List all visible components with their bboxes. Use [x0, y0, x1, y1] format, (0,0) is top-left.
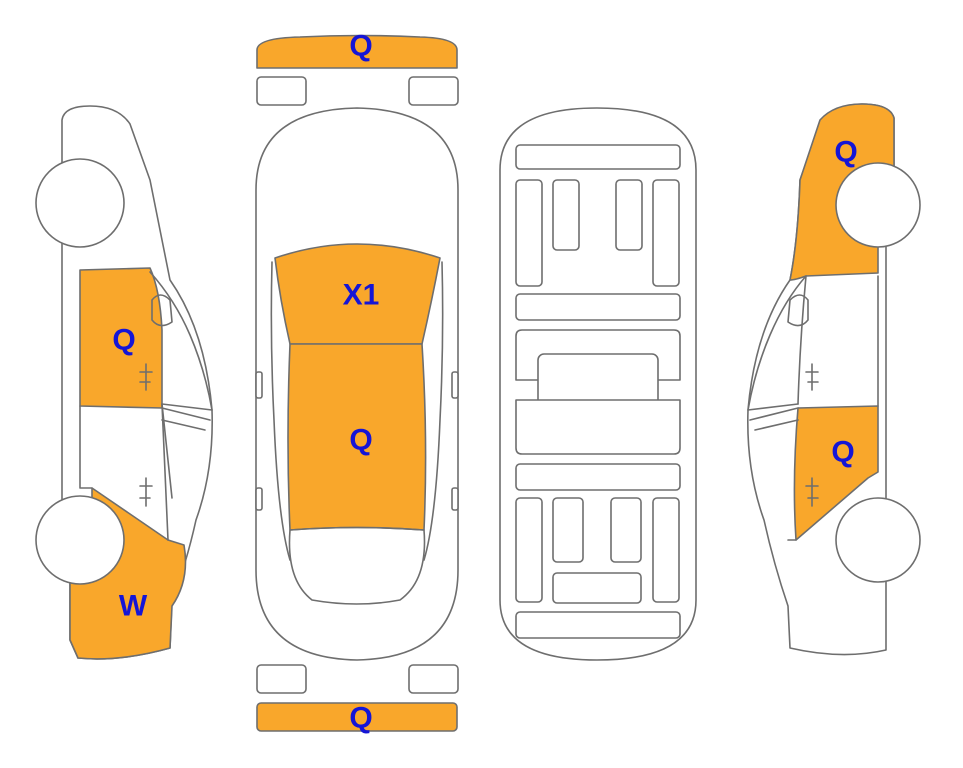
interior-floor-panel-2 [515, 399, 681, 455]
rear-door-zone[interactable] [793, 405, 879, 541]
code-roof: Q [349, 424, 372, 457]
right-front-handle [805, 363, 819, 391]
code-rear-bumper: Q [349, 702, 372, 735]
front-light-right [408, 76, 459, 106]
right-front-window [747, 275, 807, 411]
right-front-wheel [835, 497, 921, 583]
code-rear-quarter: Q [834, 136, 857, 169]
left-front-window [149, 271, 213, 411]
interior-view [499, 107, 697, 661]
left-belt-line [161, 407, 211, 431]
interior-mid-bar-1 [515, 293, 681, 321]
front-door-zone[interactable] [79, 267, 163, 409]
code-hood: X1 [343, 279, 380, 312]
interior-seat-rl-outer [515, 497, 543, 603]
left-rear-handle [139, 477, 153, 507]
damage-codes: Q W Q X1 Q Q Q Q [112, 30, 857, 735]
top-greenhouse [270, 261, 444, 561]
hood-zone[interactable] [274, 243, 441, 345]
top-view [255, 34, 459, 732]
interior-seat-rr-outer [652, 497, 680, 603]
left-rear-wheel [35, 158, 125, 248]
right-side-view [747, 103, 921, 656]
interior-mid-bar-2 [515, 463, 681, 491]
interior-seat-fr-outer [652, 179, 680, 287]
interior-seat-fl-outer [515, 179, 543, 287]
top-rear-window [288, 526, 426, 605]
interior-rear-bar [515, 611, 681, 639]
top-handle-right [451, 487, 459, 511]
top-handle-left [255, 487, 263, 511]
top-mirror-left [255, 371, 263, 399]
code-front-bumper: Q [349, 30, 372, 63]
left-front-wheel [35, 495, 125, 585]
left-side-view [35, 105, 213, 660]
rear-light-right [408, 664, 459, 694]
front-light-left [256, 76, 307, 106]
right-b-pillar [797, 275, 807, 405]
interior-seat-rr-inner [610, 497, 642, 563]
right-mirror [787, 294, 809, 327]
interior-seat-rl-inner [552, 497, 584, 563]
rear-bumper-zone[interactable] [256, 702, 458, 732]
top-mirror-right [451, 371, 459, 399]
interior-seat-fl-inner [552, 179, 580, 251]
left-door-rear [161, 403, 169, 541]
left-mirror [151, 294, 173, 327]
left-door-gap [79, 405, 93, 489]
code-front-fender: W [119, 590, 148, 623]
code-rear-door: Q [831, 436, 854, 469]
right-rear-wheel [835, 162, 921, 248]
interior-seat-fr-inner [615, 179, 643, 251]
left-front-handle [139, 363, 153, 391]
rear-light-left [256, 664, 307, 694]
right-belt-line [749, 407, 799, 431]
interior-rear-box [552, 572, 642, 604]
right-rear-handle [805, 477, 819, 507]
code-front-door: Q [112, 324, 135, 357]
interior-front-bar [515, 144, 681, 170]
front-bumper-zone[interactable] [256, 34, 458, 69]
